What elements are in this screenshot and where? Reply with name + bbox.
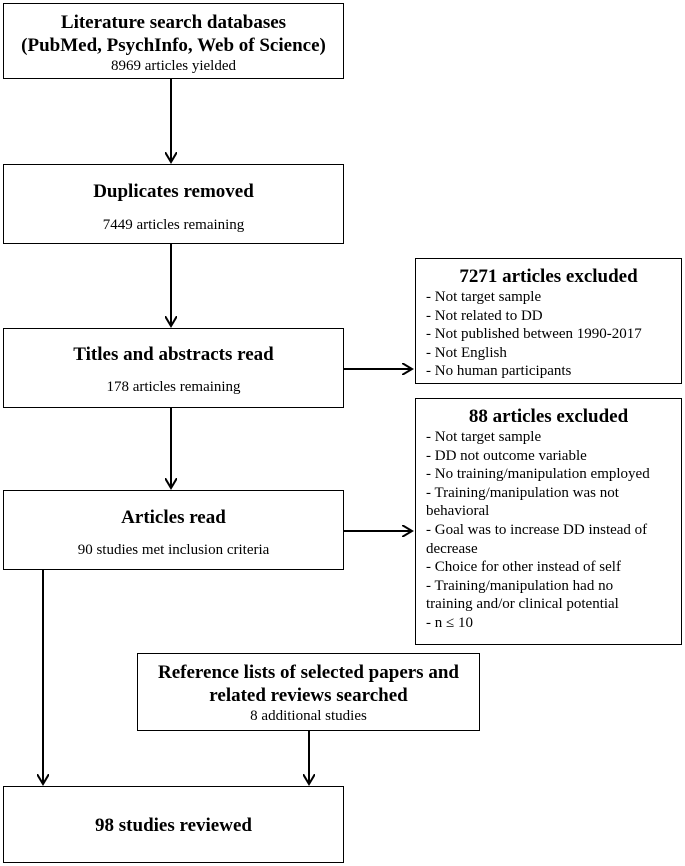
- final-title: 98 studies reviewed: [95, 815, 252, 836]
- references-count: 8 additional studies: [250, 708, 367, 724]
- list-item: - Choice for other instead of self: [426, 559, 621, 576]
- duplicates-removed-box: Duplicates removed 7449 articles remaini…: [3, 164, 344, 244]
- search-databases-box: Literature search databases (PubMed, Psy…: [3, 3, 344, 79]
- excluded2-title: 88 articles excluded: [468, 406, 629, 427]
- list-item: behavioral: [426, 503, 490, 520]
- duplicates-title: Duplicates removed: [93, 181, 254, 202]
- excluded1-title: 7271 articles excluded: [459, 266, 638, 287]
- list-item: - Not target sample: [426, 429, 542, 445]
- list-item: - DD not outcome variable: [426, 447, 587, 464]
- studies-reviewed-box: 98 studies reviewed: [3, 786, 344, 863]
- list-item: - Training/manipulation had no: [426, 577, 614, 594]
- excluded1-reasons: - Not target sample - Not related to DD …: [426, 288, 681, 381]
- list-item: training and/or clinical potential: [426, 596, 619, 613]
- list-item: - No training/manipulation employed: [426, 466, 650, 483]
- search-count: 8969 articles yielded: [111, 58, 236, 74]
- search-title-line2: (PubMed, PsychInfo, Web of Science): [21, 35, 326, 56]
- titles-count: 178 articles remaining: [106, 379, 241, 395]
- references-title-line1: Reference lists of selected papers and: [158, 662, 459, 683]
- articles-count: 90 studies met inclusion criteria: [77, 542, 270, 558]
- list-item: - Not target sample: [426, 289, 542, 305]
- titles-abstracts-box: Titles and abstracts read 178 articles r…: [3, 328, 344, 408]
- list-item: - Goal was to increase DD instead of: [426, 521, 648, 538]
- articles-read-box: Articles read 90 studies met inclusion c…: [3, 490, 344, 570]
- list-item: - Not published between 1990-2017: [426, 326, 642, 343]
- excluded-box-2: 88 articles excluded - Not target sample…: [415, 398, 682, 645]
- excluded2-reasons: - Not target sample - DD not outcome var…: [426, 428, 681, 633]
- titles-title: Titles and abstracts read: [73, 344, 274, 365]
- list-item: - n ≤ 10: [426, 614, 473, 631]
- excluded-box-1: 7271 articles excluded - Not target samp…: [415, 258, 682, 384]
- list-item: - Training/manipulation was not: [426, 484, 619, 501]
- list-item: decrease: [426, 540, 478, 557]
- articles-title: Articles read: [121, 507, 226, 528]
- list-item: - Not related to DD: [426, 307, 543, 324]
- search-title-line1: Literature search databases: [60, 12, 287, 33]
- references-title-line2: related reviews searched: [209, 685, 408, 706]
- reference-lists-box: Reference lists of selected papers and r…: [137, 653, 480, 731]
- list-item: - Not English: [426, 344, 507, 361]
- list-item: - No human participants: [426, 363, 572, 380]
- duplicates-count: 7449 articles remaining: [102, 217, 245, 233]
